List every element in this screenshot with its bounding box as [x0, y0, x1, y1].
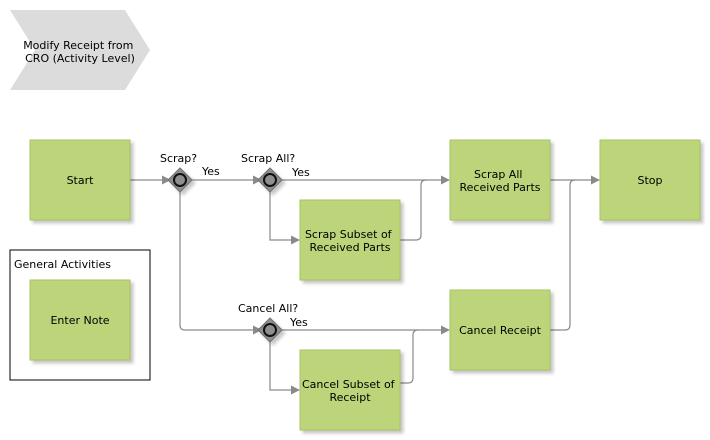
- activity-box[interactable]: [449, 139, 551, 221]
- flow-cancel-all-no: [269, 340, 300, 395]
- activity-label-line: Cancel Receipt: [459, 324, 542, 337]
- title-chevron: [10, 10, 150, 90]
- gateway-marker: [173, 173, 187, 187]
- activity-label-line: Received Parts: [310, 241, 391, 254]
- activity-label-line: Cancel Subset of: [302, 378, 396, 391]
- flow-scrap-no: [179, 190, 262, 335]
- flow-cancel-receipt-to-stop: [550, 179, 576, 331]
- activity-label: Enter Note: [50, 314, 109, 327]
- gateway-marker: [263, 173, 277, 187]
- gateway-marker: [263, 323, 277, 337]
- process-title-line: CRO (Activity Level): [25, 52, 135, 65]
- flow-label-yes: Yes: [291, 166, 310, 179]
- process-title-shape: Modify Receipt from CRO (Activity Level): [10, 10, 150, 90]
- group-title: General Activities: [14, 258, 111, 271]
- gateway-label: Scrap All?: [241, 152, 295, 165]
- activity-cancel-receipt[interactable]: Cancel Receipt: [449, 289, 551, 371]
- activity-label: Stop: [637, 174, 662, 187]
- activity-label-line: Start: [67, 174, 95, 187]
- activity-stop[interactable]: Stop: [599, 139, 701, 221]
- flow-label-yes: Yes: [201, 165, 220, 178]
- activity-label: Cancel Subset of Receipt: [302, 378, 398, 404]
- activity-label: Start: [67, 174, 95, 187]
- activity-label-line: Scrap Subset of: [305, 228, 393, 241]
- activity-label-line: Received Parts: [460, 181, 541, 194]
- flow-label-yes: Yes: [289, 316, 308, 329]
- activity-box[interactable]: [29, 139, 131, 221]
- flow-scrap-subset-merge: [400, 179, 427, 241]
- activity-box[interactable]: [449, 289, 551, 371]
- activity-box[interactable]: [299, 349, 401, 431]
- process-title-line: Modify Receipt from: [23, 39, 133, 52]
- activity-label-line: Receipt: [329, 391, 371, 404]
- flow-cancel-subset-merge: [400, 329, 419, 384]
- activity-box[interactable]: [29, 279, 131, 361]
- activity-enter-note[interactable]: Enter Note: [29, 279, 131, 361]
- gateway-label: Scrap?: [160, 152, 197, 165]
- activity-label-line: Stop: [637, 174, 662, 187]
- activity-box[interactable]: [299, 199, 401, 281]
- activity-label: Scrap All Received Parts: [460, 168, 541, 194]
- activity-label-line: Enter Note: [50, 314, 109, 327]
- activity-label: Scrap Subset of Received Parts: [305, 228, 395, 254]
- gateway-scrap-all[interactable]: Scrap All? Yes: [241, 152, 310, 193]
- activity-start[interactable]: Start: [29, 139, 131, 221]
- gateway-cancel-all[interactable]: Cancel All? Yes: [238, 302, 308, 343]
- activity-scrap-subset-of-received-parts[interactable]: Scrap Subset of Received Parts: [299, 199, 401, 281]
- connectors: [130, 175, 600, 395]
- gateway-label: Cancel All?: [238, 302, 298, 315]
- activity-label-line: Scrap All: [474, 168, 522, 181]
- activity-label: Cancel Receipt: [459, 324, 542, 337]
- flow-scrap-all-no: [269, 190, 300, 245]
- gateway-scrap[interactable]: Scrap? Yes: [160, 152, 220, 193]
- activity-cancel-subset-of-receipt[interactable]: Cancel Subset of Receipt: [299, 349, 401, 431]
- activity-box[interactable]: [599, 139, 701, 221]
- process-title: Modify Receipt from CRO (Activity Level): [23, 39, 137, 65]
- activity-scrap-all-received-parts[interactable]: Scrap All Received Parts: [449, 139, 551, 221]
